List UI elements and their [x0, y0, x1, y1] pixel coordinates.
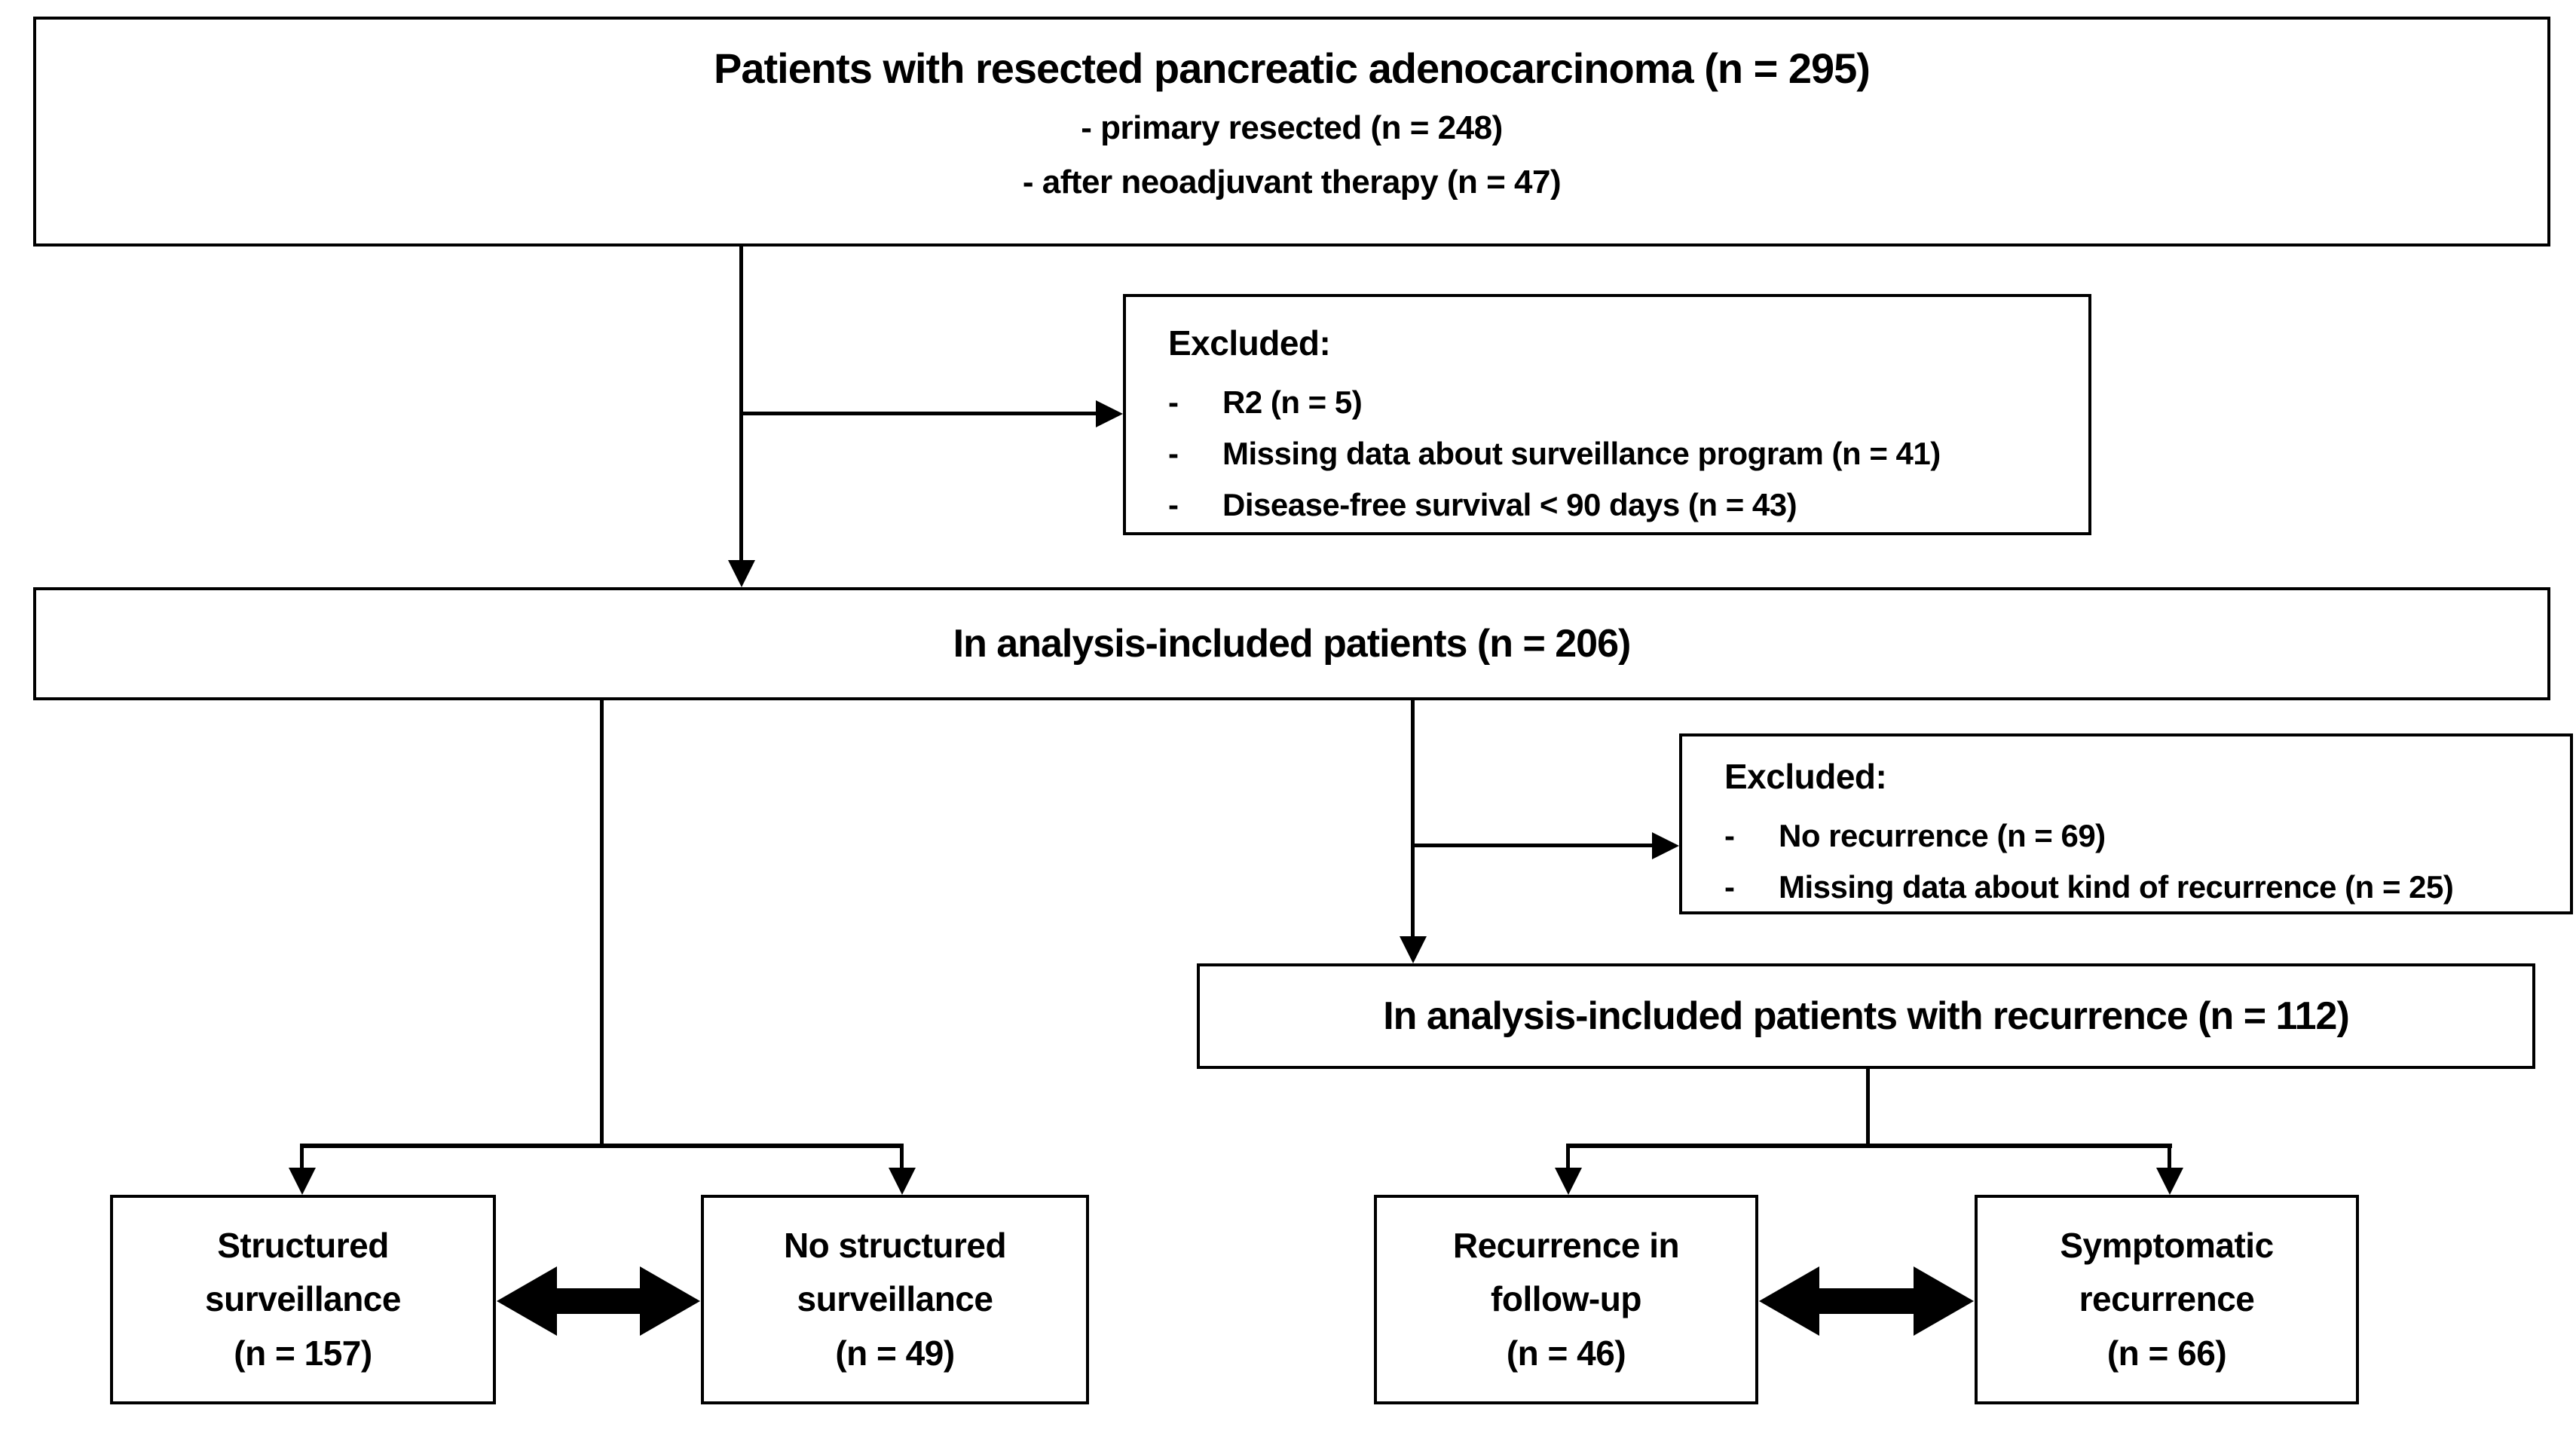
- bullet-dash-icon: -: [1724, 818, 1735, 853]
- connector-drop-followup: [1566, 1144, 1570, 1171]
- double-arrow-icon: [497, 1266, 700, 1336]
- box-recurrence-in-followup-label: Recurrence in follow-up (n = 46): [1452, 1226, 1680, 1373]
- connector-surveillance-split: [300, 1144, 904, 1148]
- connector-drop-structured: [300, 1144, 304, 1171]
- bullet-dash-icon: -: [1168, 487, 1179, 523]
- connector-recurrencebar-drop: [1866, 1069, 1870, 1148]
- connector-includedbar-left-drop: [600, 700, 604, 1148]
- top-box-title: Patients with resected pancreatic adenoc…: [714, 44, 1871, 92]
- top-box-resected-patients: Patients with resected pancreatic adenoc…: [33, 17, 2550, 246]
- arrowhead-down-icon: [2156, 1168, 2183, 1195]
- connector-to-excluded-1: [739, 412, 1097, 415]
- connector-to-excluded-2: [1411, 844, 1654, 847]
- arrowhead-down-icon: [1555, 1168, 1582, 1195]
- recurrence-patients-label: In analysis-included patients with recur…: [1383, 994, 2350, 1038]
- arrowhead-down-icon: [889, 1168, 916, 1195]
- top-box-sub-primary-resected: - primary resected (n = 248): [1081, 109, 1503, 146]
- box-no-structured-surveillance-label: No structured surveillance (n = 49): [783, 1226, 1007, 1373]
- excluded-box-2: Excluded: - No recurrence (n = 69) - Mis…: [1679, 733, 2573, 914]
- box-structured-surveillance-label: Structured surveillance (n = 157): [205, 1226, 401, 1373]
- arrowhead-right-icon: [1652, 832, 1679, 859]
- arrowhead-right-icon: [1096, 400, 1123, 427]
- included-patients-label: In analysis-included patients (n = 206): [953, 622, 1632, 666]
- excluded-1-item: - Disease-free survival < 90 days (n = 4…: [1168, 479, 2073, 531]
- excluded-1-header: Excluded:: [1168, 323, 1331, 363]
- recurrence-patients-bar: In analysis-included patients with recur…: [1197, 963, 2535, 1069]
- bullet-dash-icon: -: [1168, 384, 1179, 420]
- excluded-2-item: - Missing data about kind of recurrence …: [1724, 862, 2555, 913]
- excluded-2-item-text: No recurrence (n = 69): [1779, 818, 2106, 853]
- excluded-1-item-text: Missing data about surveillance program …: [1222, 436, 1941, 472]
- excluded-1-item: - R2 (n = 5): [1168, 377, 2073, 428]
- box-structured-surveillance: Structured surveillance (n = 157): [110, 1195, 496, 1404]
- arrowhead-down-icon: [289, 1168, 316, 1195]
- bullet-dash-icon: -: [1724, 869, 1735, 905]
- excluded-2-item: - No recurrence (n = 69): [1724, 810, 2555, 862]
- connector-recurrence-split: [1566, 1144, 2172, 1148]
- excluded-1-item: - Missing data about surveillance progra…: [1168, 428, 2073, 479]
- bullet-dash-icon: -: [1168, 436, 1179, 472]
- box-symptomatic-recurrence: Symptomatic recurrence (n = 66): [1975, 1195, 2359, 1404]
- connector-drop-symptomatic: [2168, 1144, 2171, 1171]
- excluded-box-1: Excluded: - R2 (n = 5) - Missing data ab…: [1123, 294, 2091, 535]
- box-symptomatic-recurrence-label: Symptomatic recurrence (n = 66): [2060, 1226, 2274, 1373]
- arrowhead-down-icon: [728, 560, 755, 587]
- arrowhead-down-icon: [1400, 936, 1427, 963]
- excluded-2-item-text: Missing data about kind of recurrence (n…: [1779, 869, 2454, 905]
- excluded-1-item-text: Disease-free survival < 90 days (n = 43): [1222, 487, 1797, 523]
- connector-includedbar-right-drop: [1411, 700, 1415, 939]
- connector-topbox-to-includedbar: [739, 246, 743, 563]
- connector-drop-no-structured: [900, 1144, 904, 1171]
- double-arrow-icon: [1759, 1266, 1974, 1336]
- box-no-structured-surveillance: No structured surveillance (n = 49): [701, 1195, 1089, 1404]
- excluded-2-header: Excluded:: [1724, 757, 1887, 796]
- included-patients-bar: In analysis-included patients (n = 206): [33, 587, 2550, 700]
- excluded-1-item-text: R2 (n = 5): [1222, 384, 1363, 420]
- top-box-sub-neoadjuvant: - after neoadjuvant therapy (n = 47): [1022, 164, 1562, 201]
- box-recurrence-in-followup: Recurrence in follow-up (n = 46): [1374, 1195, 1758, 1404]
